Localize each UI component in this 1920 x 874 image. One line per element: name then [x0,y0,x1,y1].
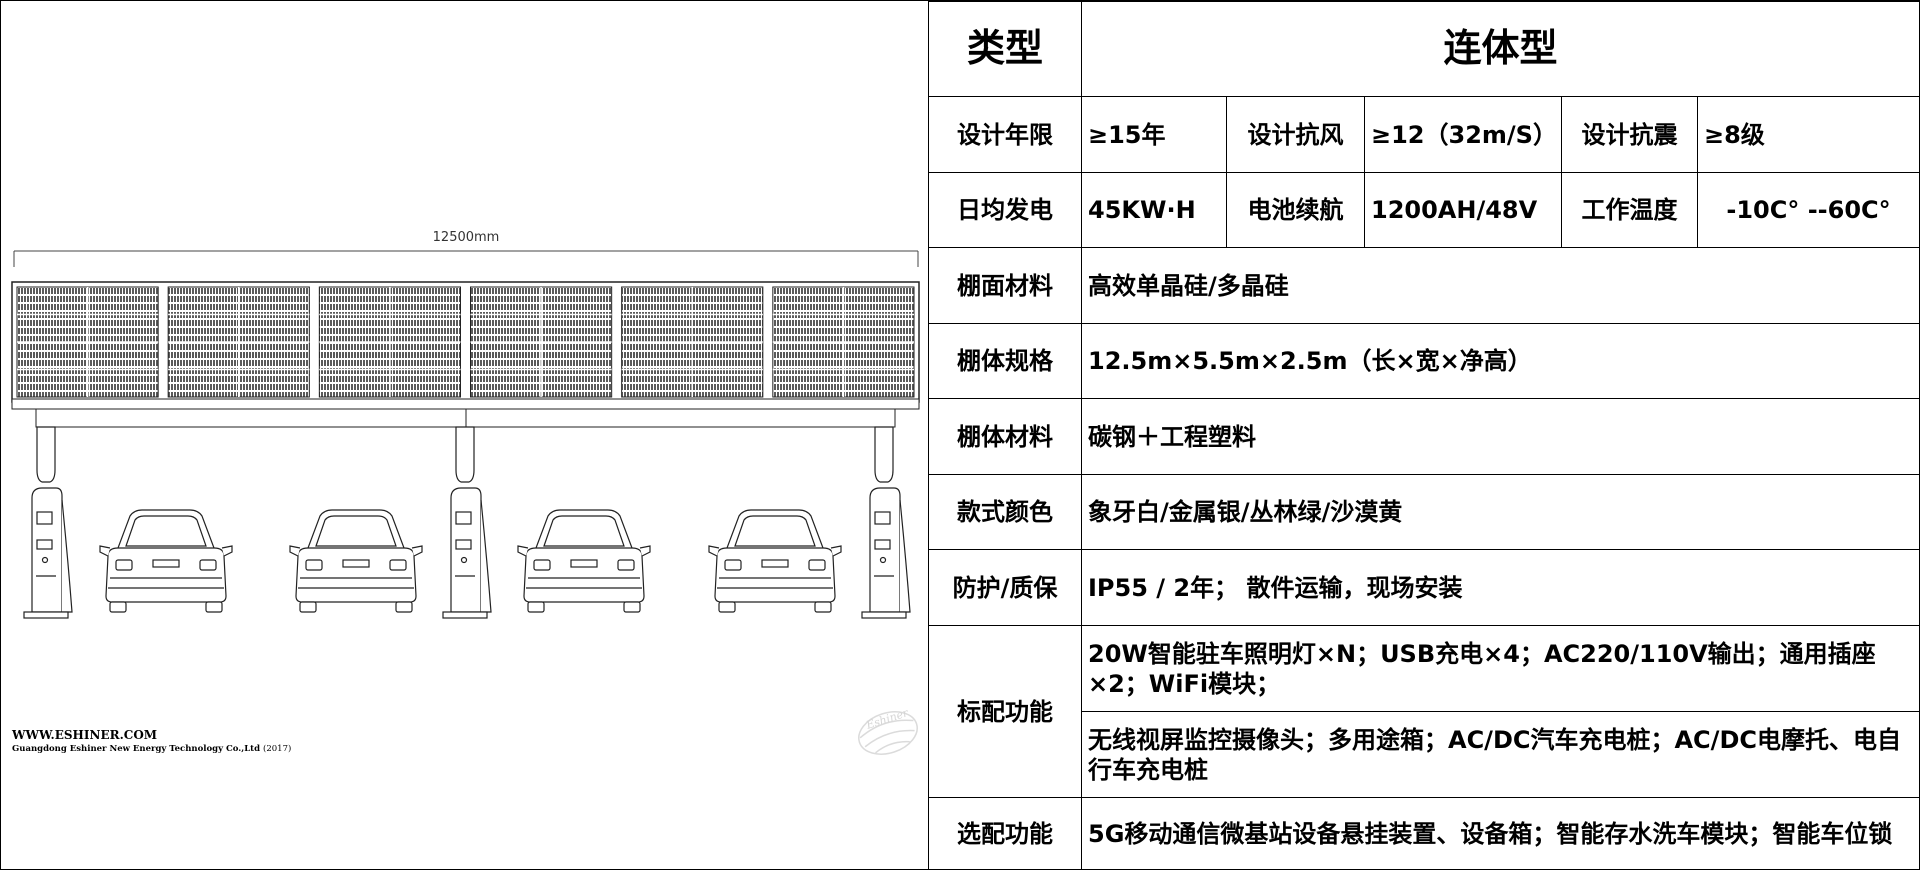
car [708,509,842,613]
wind-label: 设计抗风 [1226,96,1365,173]
optional-value: 5G移动通信微基站设备悬挂装置、设备箱；智能存水洗车模块；智能车位锁 [1080,797,1920,870]
spec-row-body-material: 棚体材料 碳钢＋工程塑料 [928,398,1920,475]
canopy-material-label: 棚面材料 [928,247,1082,324]
seismic-value: ≥8级 [1696,96,1920,173]
car [99,509,233,613]
type-value: 连体型 [1080,1,1920,97]
optional-label: 选配功能 [928,797,1082,870]
spec-row-standard-2: 无线视屏监控摄像头；多用途箱；AC/DC汽车充电桩；AC/DC电摩托、电自行车充… [929,711,1920,798]
standard-value-1: 20W智能驻车照明灯×N；USB充电×4；AC220/110V输出；通用插座×2… [1080,625,1920,712]
size-value: 12.5m×5.5m×2.5m（长×宽×净高） [1080,323,1920,399]
company-website: WWW.ESHINER.COM [12,728,158,742]
color-label: 款式颜色 [928,474,1082,550]
solar-panel [318,286,462,398]
temp-value: -10C° --60C° [1696,172,1920,248]
carport-svg: 12500mm Eshiner [11,230,920,755]
company-name: Guangdong Eshiner New Energy Technology … [12,744,291,754]
color-value: 象牙白/金属银/丛林绿/沙漠黄 [1080,474,1920,550]
charging-station [23,487,73,619]
spec-row-size: 棚体规格 12.5m×5.5m×2.5m（长×宽×净高） [928,323,1920,399]
daily-gen-label: 日均发电 [928,172,1082,248]
spec-row-type: 类型 连体型 [928,1,1920,97]
spec-row-optional: 选配功能 5G移动通信微基站设备悬挂装置、设备箱；智能存水洗车模块；智能车位锁 [928,797,1920,870]
solar-panel [772,286,915,398]
support-columns [36,426,894,483]
seismic-label: 设计抗震 [1561,96,1698,173]
battery-label: 电池续航 [1226,172,1365,248]
design-life-label: 设计年限 [928,96,1082,173]
charging-station [442,487,492,619]
battery-value: 1200AH/48V [1364,172,1562,248]
design-life-value: ≥15年 [1081,96,1227,173]
body-material-label: 棚体材料 [928,398,1082,475]
spec-row-canopy-material: 棚面材料 高效单晶硅/多晶硅 [928,247,1920,324]
logo-text: Eshiner [864,706,911,732]
solar-panel [16,286,159,398]
company-watermark: WWW.ESHINER.COM Guangdong Eshiner New En… [12,728,291,754]
protection-label: 防护/质保 [928,549,1082,626]
roof-edge [11,398,920,410]
cars [99,509,842,613]
spec-row-standard-1: 标配功能 20W智能驻车照明灯×N；USB充电×4；AC220/110V输出；通… [928,625,1920,798]
charging-station [861,487,911,619]
carport-drawing: 12500mm Eshiner WWW.ESHINER.COM Guangdon… [0,0,928,870]
wind-value: ≥12（32m/S） [1364,96,1562,173]
car [289,509,423,613]
company-year: (2017) [263,744,292,754]
type-label: 类型 [928,1,1082,97]
dimension-line [13,250,919,267]
canopy-material-value: 高效单晶硅/多晶硅 [1080,247,1920,324]
company-name-text: Guangdong Eshiner New Energy Technology … [12,744,261,754]
spec-row-color: 款式颜色 象牙白/金属银/丛林绿/沙漠黄 [928,474,1920,550]
eshiner-logo: Eshiner [858,706,918,755]
spec-row-protection: 防护/质保 IP55 / 2年； 散件运输，现场安装 [928,549,1920,626]
dimension-label: 12500mm [433,230,500,245]
size-label: 棚体规格 [928,323,1082,399]
daily-gen-value: 45KW·H [1081,172,1227,248]
car [517,509,651,613]
spec-table: 类型 连体型 设计年限 ≥15年 设计抗风 ≥12（32m/S） 设计抗震 ≥8… [928,1,1920,870]
solar-panels [16,286,915,398]
spec-row-design: 设计年限 ≥15年 设计抗风 ≥12（32m/S） 设计抗震 ≥8级 [928,96,1920,173]
charging-stations [23,487,911,619]
standard-value-2: 无线视屏监控摄像头；多用途箱；AC/DC汽车充电桩；AC/DC电摩托、电自行车充… [1080,711,1920,798]
spec-row-performance: 日均发电 45KW·H 电池续航 1200AH/48V 工作温度 -10C° -… [928,172,1920,248]
standard-label: 标配功能 [928,625,1082,798]
solar-panel [470,286,613,398]
protection-value: IP55 / 2年； 散件运输，现场安装 [1080,549,1920,626]
temp-label: 工作温度 [1561,172,1698,248]
solar-panel [621,286,764,398]
body-material-value: 碳钢＋工程塑料 [1080,398,1920,475]
solar-panel [167,286,310,398]
